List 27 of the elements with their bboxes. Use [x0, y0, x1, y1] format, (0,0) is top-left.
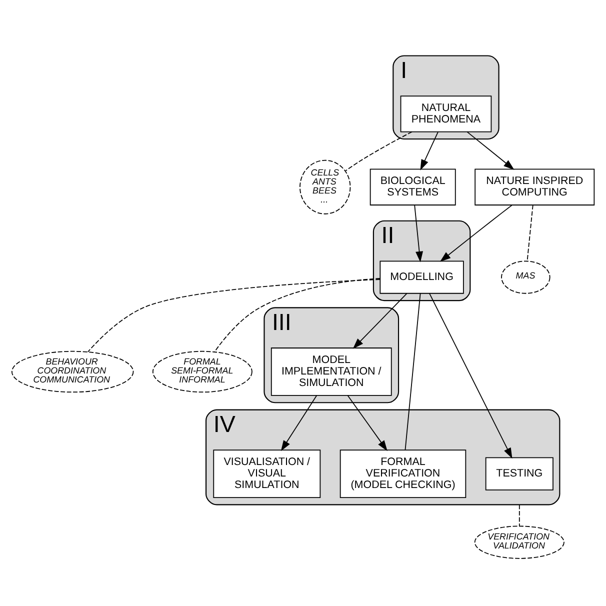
node-box: TESTING: [485, 456, 554, 490]
arrow: [466, 130, 514, 170]
connector: [526, 204, 534, 262]
connector: [87, 278, 380, 352]
arrow: [352, 292, 408, 348]
node-box: VISUALISATION / VISUAL SIMULATION: [213, 449, 321, 498]
node-ellipse: BEHAVIOUR COORDINATION COMMUNICATION: [11, 350, 134, 392]
node-ellipse: VERIFICATION VALIDATION: [474, 525, 564, 558]
connector: [404, 292, 421, 450]
arrow: [414, 204, 424, 262]
node-circle: CELLS ANTS BEES ...: [300, 159, 351, 214]
node-box: MODEL IMPLEMENTATION / SIMULATION: [270, 347, 392, 396]
node-box: MODELLING: [380, 260, 464, 294]
node-ellipse: FORMAL SEMI-FORMAL INFORMAL: [152, 350, 252, 392]
connector: [214, 278, 381, 352]
node-ellipse: MAS: [501, 260, 550, 294]
arrow: [429, 292, 512, 458]
arrow: [440, 204, 512, 262]
node-box: BIOLOGICAL SYSTEMS: [370, 168, 456, 205]
node-box: NATURE INSPIRED COMPUTING: [474, 168, 595, 205]
arrow: [420, 131, 438, 170]
arrow: [347, 394, 388, 451]
arrow: [280, 394, 318, 451]
node-box: NATURAL PHENOMENA: [400, 95, 492, 132]
connector: [345, 130, 412, 171]
node-box: FORMAL VERIFICATION (MODEL CHECKING): [340, 449, 466, 498]
connector: [518, 504, 520, 526]
